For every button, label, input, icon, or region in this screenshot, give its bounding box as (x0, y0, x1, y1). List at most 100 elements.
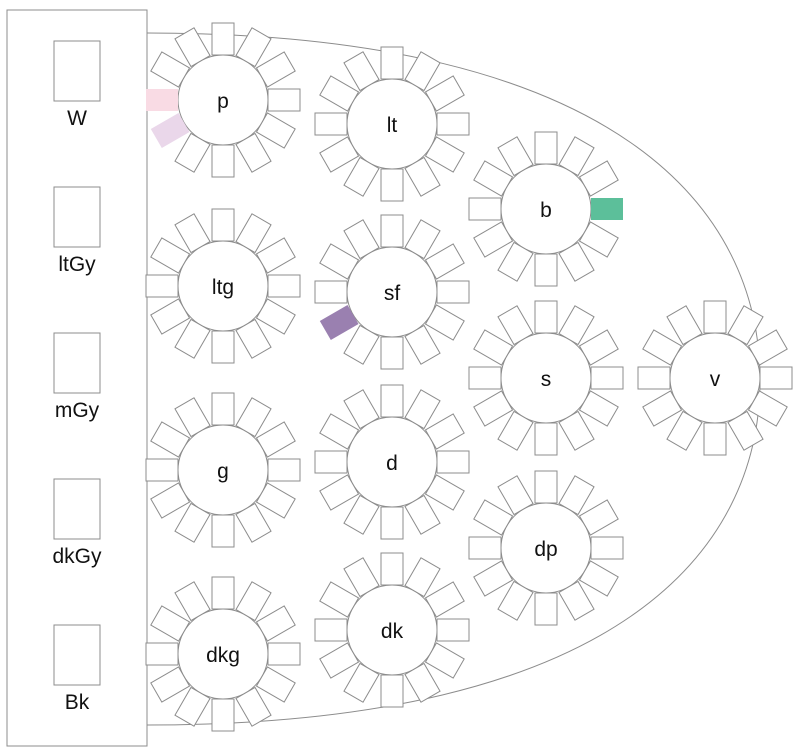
wheel-segment (590, 366, 624, 390)
wheel-segment (211, 698, 235, 732)
wheel-label: dkg (206, 644, 240, 667)
legend-item: W (53, 40, 101, 130)
legend-swatch (53, 332, 101, 394)
wheel-segment (497, 136, 534, 177)
wheel-segment (534, 470, 558, 504)
wheel-segment (380, 552, 404, 586)
wheel-segment (473, 221, 514, 258)
wheel-segment (497, 410, 534, 451)
wheel-segment (211, 144, 235, 178)
wheel-segment (497, 475, 534, 516)
wheel-segment (436, 618, 470, 642)
wheel-segment (424, 304, 465, 341)
wheel-segment (424, 474, 465, 511)
wheel-segment (578, 390, 619, 427)
wheel-segment (666, 410, 703, 451)
wheel-segment (473, 499, 514, 536)
wheel-segment (497, 580, 534, 621)
wheel-segment (727, 305, 764, 346)
wheel-segment (255, 421, 296, 458)
wheel-segment (703, 422, 727, 456)
wheel-segment (314, 112, 348, 136)
wheel-label: b (540, 199, 552, 222)
wheel-segment (145, 274, 179, 298)
wheel-s: s (468, 300, 624, 456)
wheel-segment (534, 131, 558, 165)
wheel-sf: sf (314, 214, 470, 370)
wheel-lt: lt (314, 46, 470, 202)
wheel-segment (319, 474, 360, 511)
wheel-segment (578, 221, 619, 258)
wheel-segment (211, 514, 235, 548)
legend-label: dkGy (52, 545, 102, 568)
wheel-segment (380, 336, 404, 370)
wheel-segment (534, 253, 558, 287)
wheel-segment (150, 51, 191, 88)
wheel-segment (404, 662, 441, 703)
wheel-segment (727, 410, 764, 451)
wheel-segment (255, 112, 296, 149)
wheel-segment (497, 305, 534, 346)
wheel-segment (319, 413, 360, 450)
wheel-segment (666, 305, 703, 346)
legend-item: dkGy (52, 478, 102, 568)
wheel-segment (343, 219, 380, 260)
wheel-v: v (637, 300, 793, 456)
wheel-segment (174, 397, 211, 438)
wheel-label: p (217, 90, 229, 113)
legend-swatch (53, 186, 101, 248)
wheel-label: dk (381, 620, 404, 643)
wheel-segment (558, 410, 595, 451)
wheel-segment (145, 458, 179, 482)
wheel-segment (174, 686, 211, 727)
wheel-segment (235, 318, 272, 359)
wheel-segment (558, 241, 595, 282)
wheel-segment (424, 243, 465, 280)
wheel-segment (404, 156, 441, 197)
wheel-segment (404, 219, 441, 260)
wheel-segment (314, 450, 348, 474)
wheel-d: d (314, 384, 470, 540)
wheel-segment (255, 666, 296, 703)
wheel-segment (150, 237, 191, 274)
wheel-segment (380, 506, 404, 540)
wheel-segment (473, 560, 514, 597)
wheel-segment (497, 241, 534, 282)
wheel-segment (404, 494, 441, 535)
wheel-segment (314, 280, 348, 304)
wheel-segment (703, 300, 727, 334)
legend-label: Bk (65, 691, 90, 714)
wheel-segment (473, 160, 514, 197)
wheel-segment (436, 450, 470, 474)
wheel-segment (150, 421, 191, 458)
wheel-segment (424, 581, 465, 618)
wheel-segment (235, 27, 272, 68)
wheel-segment (255, 482, 296, 519)
wheel-segment (380, 214, 404, 248)
wheel-segment (424, 136, 465, 173)
wheel-segment (578, 160, 619, 197)
wheel-ltg: ltg (145, 208, 301, 364)
legend-panel (6, 9, 148, 747)
wheel-segment (343, 324, 380, 365)
wheel-segment (534, 300, 558, 334)
wheel-segment (211, 208, 235, 242)
legend-swatch (53, 478, 101, 540)
wheel-segment (468, 536, 502, 560)
wheel-label: d (386, 452, 398, 475)
wheel-segment-filled (146, 89, 178, 111)
wheel-segment (380, 384, 404, 418)
wheel-segment (150, 605, 191, 642)
wheel-segment (380, 46, 404, 80)
wheel-segment (578, 499, 619, 536)
wheel-segment (468, 197, 502, 221)
wheel-segment (642, 329, 683, 366)
wheel-segment (436, 280, 470, 304)
legend-item: Bk (53, 624, 101, 714)
wheel-segment (473, 390, 514, 427)
wheel-segment (404, 557, 441, 598)
wheel-dp: dp (468, 470, 624, 626)
wheel-label: s (541, 368, 552, 391)
